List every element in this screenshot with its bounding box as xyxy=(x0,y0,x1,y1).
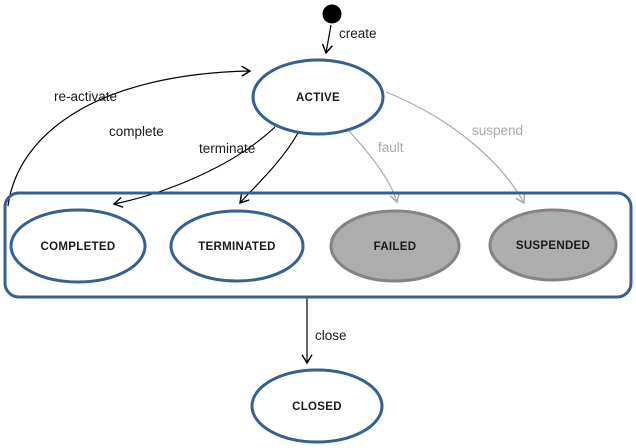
transition-complete-edge xyxy=(112,126,276,208)
transition-terminate-label: terminate xyxy=(199,141,255,156)
state-failed: FAILED xyxy=(329,209,461,283)
terminal-states-container xyxy=(3,191,633,299)
state-active-label: ACTIVE xyxy=(296,92,340,104)
initial-state-dot xyxy=(322,4,342,24)
state-terminated-shape xyxy=(169,209,305,283)
state-closed-shape xyxy=(250,368,384,444)
transition-re-activate-label: re-activate xyxy=(54,89,117,104)
state-failed-label: FAILED xyxy=(374,241,417,253)
state-suspended-shape xyxy=(488,208,618,282)
state-terminated-label: TERMINATED xyxy=(198,241,276,253)
state-active: ACTIVE xyxy=(251,58,385,136)
state-terminated: TERMINATED xyxy=(169,209,305,283)
state-suspended: SUSPENDED xyxy=(488,208,618,282)
transition-create-label: create xyxy=(339,26,377,41)
state-suspended-label: SUSPENDED xyxy=(516,240,590,252)
transition-fault-edge xyxy=(347,129,401,204)
state-completed: COMPLETED xyxy=(9,208,147,284)
state-failed-shape xyxy=(329,209,461,283)
transition-terminate-edge xyxy=(239,132,299,205)
transition-complete-label: complete xyxy=(109,124,164,139)
state-closed: CLOSED xyxy=(250,368,384,444)
transitions xyxy=(7,24,526,365)
state-active-shape xyxy=(251,58,385,136)
transition-close-label: close xyxy=(315,328,347,343)
transition-re-activate-edge xyxy=(7,65,252,207)
transition-suspend-label: suspend xyxy=(472,123,523,138)
transition-create-edge xyxy=(321,24,333,55)
state-completed-label: COMPLETED xyxy=(41,241,116,253)
transition-labels: create re-activate complete terminate fa… xyxy=(54,26,523,343)
transition-fault-label: fault xyxy=(378,140,404,155)
state-closed-label: CLOSED xyxy=(292,401,342,413)
state-completed-shape xyxy=(9,208,147,284)
transition-suspend-edge xyxy=(385,91,526,205)
